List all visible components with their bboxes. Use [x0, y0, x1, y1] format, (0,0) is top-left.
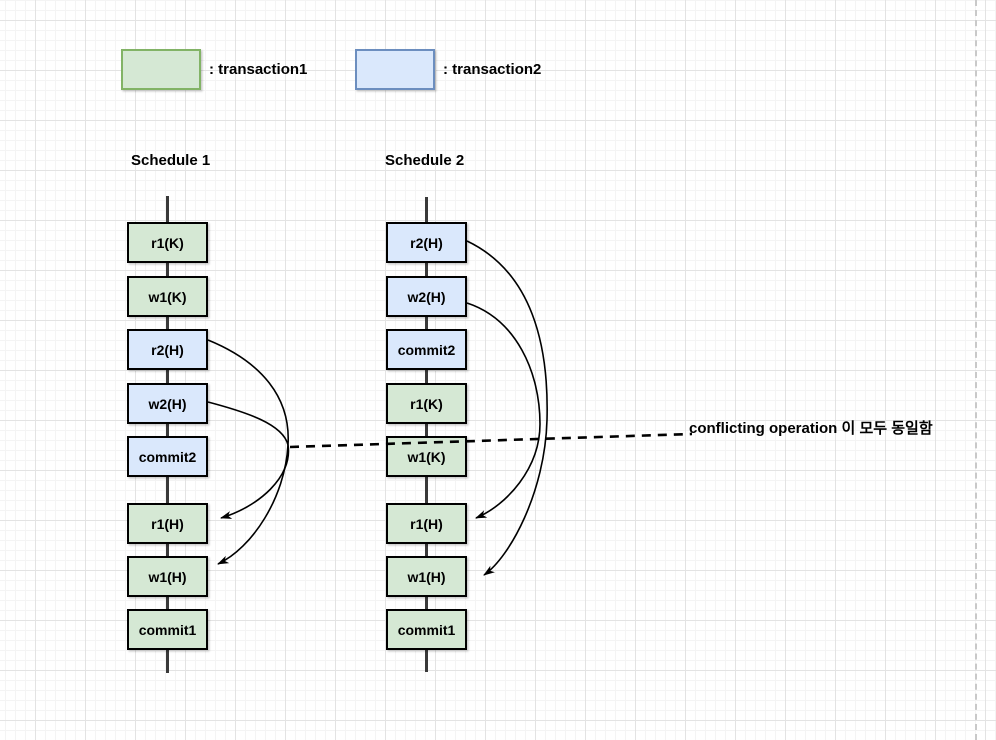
- op-label: r1(K): [410, 395, 443, 412]
- op-box-schedule2-commit1[interactable]: commit1: [386, 609, 467, 650]
- op-label: r2(H): [151, 341, 184, 358]
- op-label: r2(H): [410, 234, 443, 251]
- conflict-arrow-s2-w2H-r1H: [466, 302, 541, 519]
- page-boundary-line: [975, 0, 977, 740]
- schedule-1-timeline: [166, 196, 169, 673]
- op-box-schedule2-r1(K)[interactable]: r1(K): [386, 383, 467, 424]
- op-box-schedule1-w1(H)[interactable]: w1(H): [127, 556, 208, 597]
- conflict-arrow-s2-r2H-w1H: [466, 240, 548, 576]
- conflict-arrow-s1-w2H-r1H: [207, 401, 290, 519]
- legend-swatch-transaction2[interactable]: [355, 49, 435, 90]
- op-box-schedule1-commit1[interactable]: commit1: [127, 609, 208, 650]
- op-label: w1(K): [407, 448, 446, 465]
- conflict-arrow-s1-r2H-w1H: [207, 339, 289, 565]
- op-box-schedule2-w2(H)[interactable]: w2(H): [386, 276, 467, 317]
- op-label: w1(H): [148, 568, 187, 585]
- op-box-schedule2-r2(H)[interactable]: r2(H): [386, 222, 467, 263]
- op-label: r1(H): [410, 515, 443, 532]
- op-label: commit1: [397, 621, 456, 638]
- schedule-2-title: Schedule 2: [385, 152, 465, 169]
- schedule-1-title: Schedule 1: [131, 152, 211, 169]
- op-label: commit2: [138, 448, 197, 465]
- conflict-annotation-dashed-line: [289, 432, 693, 449]
- op-label: r1(K): [151, 234, 184, 251]
- op-box-schedule1-r2(H)[interactable]: r2(H): [127, 329, 208, 370]
- conflict-annotation-text: conflicting operation 이 모두 동일함: [689, 420, 933, 437]
- op-box-schedule2-commit2[interactable]: commit2: [386, 329, 467, 370]
- op-label: w1(K): [148, 288, 187, 305]
- op-box-schedule1-r1(H)[interactable]: r1(H): [127, 503, 208, 544]
- op-box-schedule2-w1(K)[interactable]: w1(K): [386, 436, 467, 477]
- op-label: w1(H): [407, 568, 446, 585]
- op-box-schedule2-r1(H)[interactable]: r1(H): [386, 503, 467, 544]
- op-label: w2(H): [148, 395, 187, 412]
- legend-label-transaction2: : transaction2: [443, 61, 542, 78]
- op-label: commit2: [397, 341, 456, 358]
- op-label: r1(H): [151, 515, 184, 532]
- schedule-2-timeline: [425, 197, 428, 672]
- op-box-schedule2-w1(H)[interactable]: w1(H): [386, 556, 467, 597]
- op-box-schedule1-w2(H)[interactable]: w2(H): [127, 383, 208, 424]
- op-label: w2(H): [407, 288, 446, 305]
- op-label: commit1: [138, 621, 197, 638]
- op-box-schedule1-r1(K)[interactable]: r1(K): [127, 222, 208, 263]
- legend-swatch-transaction1[interactable]: [121, 49, 201, 90]
- legend-label-transaction1: : transaction1: [209, 61, 308, 78]
- op-box-schedule1-w1(K)[interactable]: w1(K): [127, 276, 208, 317]
- op-box-schedule1-commit2[interactable]: commit2: [127, 436, 208, 477]
